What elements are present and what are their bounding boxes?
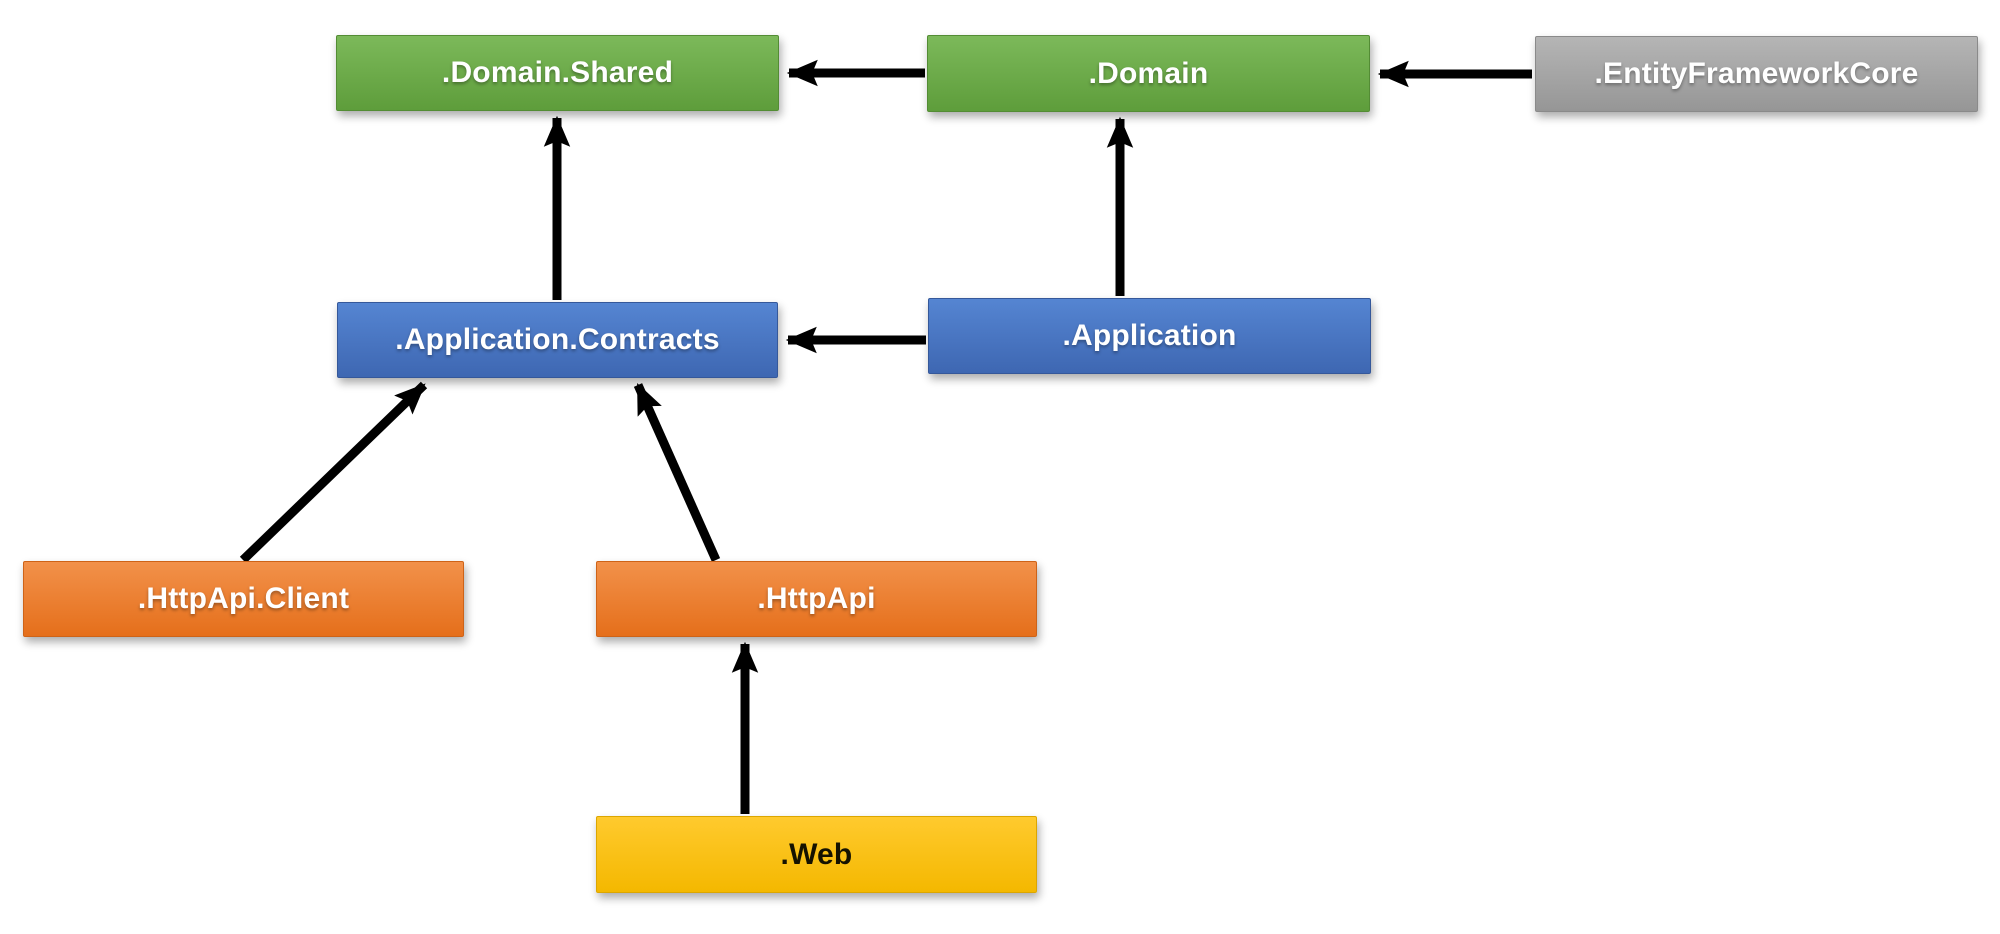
project-box-application-contracts: .Application.Contracts — [337, 302, 778, 378]
project-box-label: .EntityFrameworkCore — [1594, 57, 1919, 90]
project-box-domain: .Domain — [927, 35, 1370, 112]
project-box-label: .Application — [1062, 319, 1237, 352]
project-box-entity-framework-core: .EntityFrameworkCore — [1535, 36, 1978, 112]
project-box-label: .Domain — [1088, 56, 1209, 90]
project-box-label: .HttpApi.Client — [137, 582, 350, 615]
project-box-label: .Web — [780, 837, 853, 871]
project-box-label: .HttpApi — [757, 582, 876, 615]
project-box-label: .Domain.Shared — [441, 56, 674, 89]
dependency-arrow-httpapi-to-application-contracts — [633, 382, 721, 562]
project-box-application: .Application — [928, 298, 1371, 374]
project-box-httpapi: .HttpApi — [596, 561, 1037, 637]
project-box-domain-shared: .Domain.Shared — [336, 35, 779, 111]
project-box-web: .Web — [596, 816, 1037, 893]
dependency-arrow-httpapi-client-to-application-contracts — [239, 381, 428, 564]
project-box-label: .Application.Contracts — [395, 323, 720, 356]
project-box-httpapi-client: .HttpApi.Client — [23, 561, 464, 637]
